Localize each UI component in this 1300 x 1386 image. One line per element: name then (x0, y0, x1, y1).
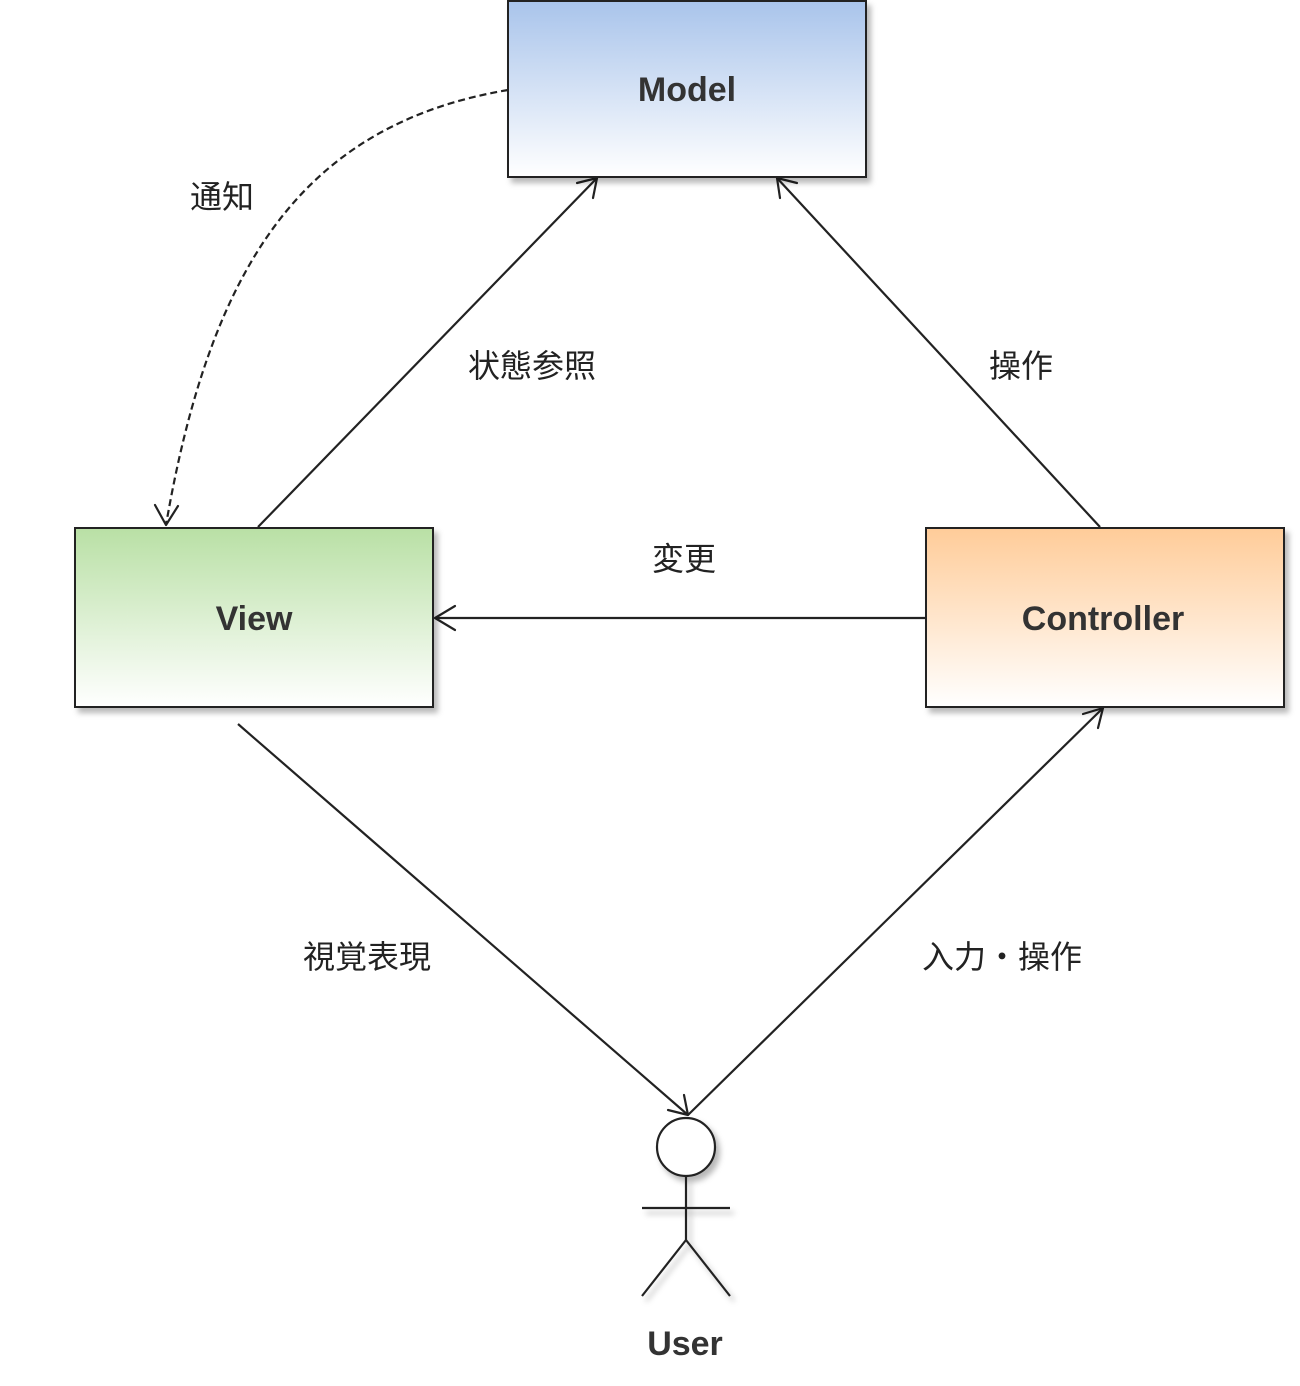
view-label: View (216, 600, 293, 638)
model-node[interactable]: Model (507, 0, 867, 178)
edge-change[interactable] (433, 604, 926, 632)
label-notify: 通知 (190, 178, 254, 216)
controller-node[interactable]: Controller (925, 527, 1285, 708)
controller-label: Controller (1022, 600, 1184, 638)
model-label: Model (638, 71, 736, 109)
edge-notify[interactable] (153, 88, 509, 527)
label-visual-representation: 視覚表現 (303, 938, 431, 976)
label-change: 変更 (652, 540, 716, 578)
label-state-reference: 状態参照 (468, 347, 596, 385)
view-node[interactable]: View (74, 527, 434, 708)
label-input-operate: 入力・操作 (922, 938, 1082, 976)
edge-input-operate[interactable] (687, 706, 1105, 1116)
label-operate: 操作 (989, 347, 1053, 385)
edge-visual-representation[interactable] (237, 723, 690, 1117)
user-label: User (647, 1325, 723, 1363)
stick-figure-icon (641, 1116, 731, 1297)
user-actor[interactable]: User (641, 1116, 731, 1363)
